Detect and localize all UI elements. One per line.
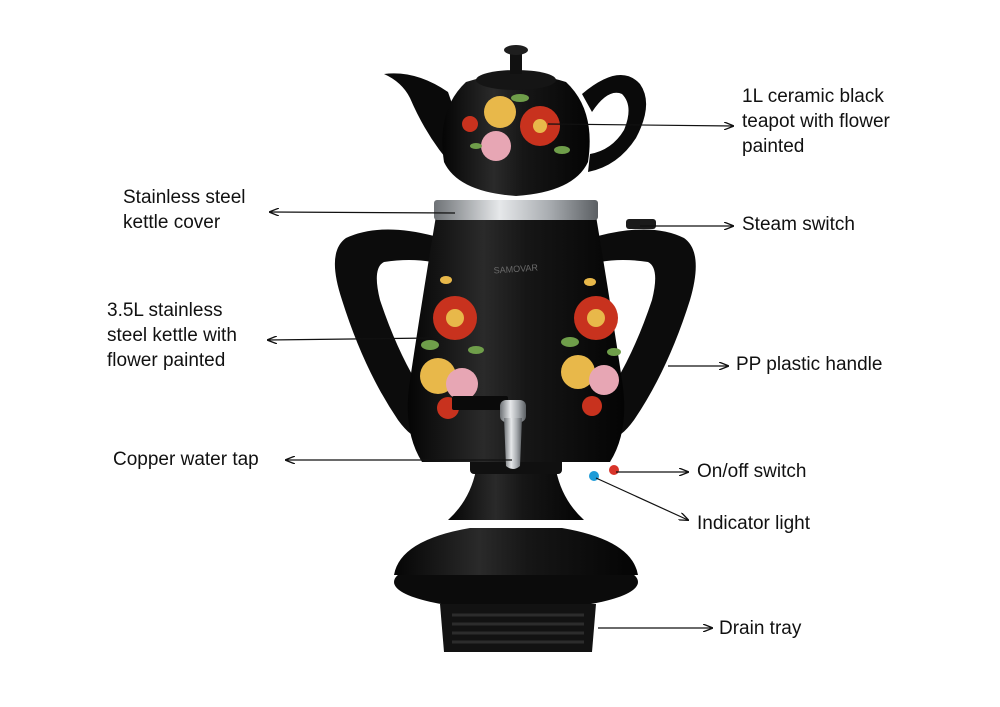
callout-steam-switch: Steam switch xyxy=(742,214,855,235)
steam-switch xyxy=(626,219,656,229)
callout-handle: PP plastic handle xyxy=(736,354,883,375)
kettle-cover-steel-ring xyxy=(434,200,598,220)
kettle-cover-callout-line xyxy=(270,212,456,213)
teapot xyxy=(384,45,647,196)
callout-kettle-cover: Stainless steel kettle cover xyxy=(123,187,246,233)
callout-teapot: 1L ceramic black teapot with flower pain… xyxy=(742,86,890,157)
brand-mark: SAMOVAR xyxy=(493,262,538,275)
drain-tray xyxy=(440,604,596,652)
on-off-switch xyxy=(609,465,619,475)
kettle-callout-line xyxy=(268,338,433,340)
kettle-flower-right xyxy=(561,278,621,416)
callout-indicator-light: Indicator light xyxy=(697,513,811,534)
callout-drain-tray: Drain tray xyxy=(719,618,802,639)
indicator-light-callout-line xyxy=(595,477,688,520)
teapot-callout-line xyxy=(547,124,733,126)
callout-water-tap: Copper water tap xyxy=(113,449,259,470)
callout-kettle: 3.5L stainless steel kettle with flower … xyxy=(107,300,237,371)
water-tap xyxy=(452,396,526,469)
kettle-flower-left xyxy=(420,276,484,419)
indicator-light xyxy=(589,471,599,481)
callout-on-off-switch: On/off switch xyxy=(697,461,807,482)
